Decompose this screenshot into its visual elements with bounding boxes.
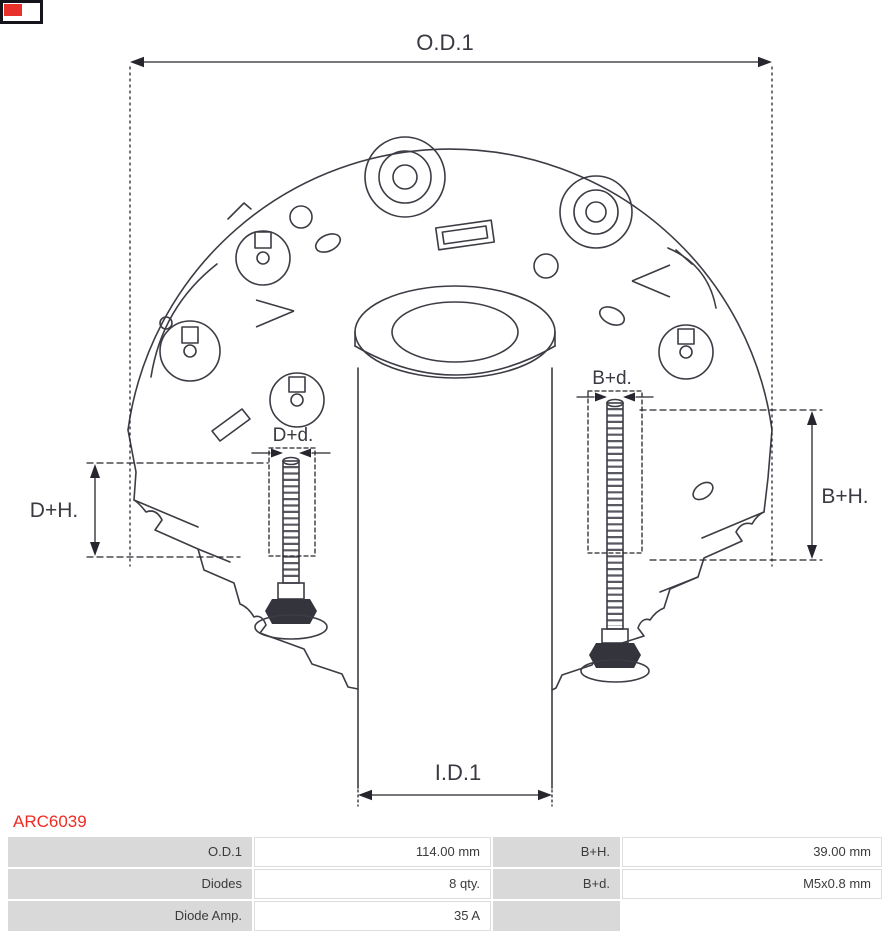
left-stud-ear — [254, 614, 328, 640]
spec-label-bd: B+d. — [493, 869, 620, 899]
spec-value-bd: M5x0.8 mm — [622, 869, 882, 899]
part-number: ARC6039 — [13, 812, 87, 831]
inner-rim-right — [667, 247, 717, 309]
left-stud-nut — [265, 599, 317, 624]
rectifier-technical-drawing: O.D.1 I.D.1 D+H. — [30, 30, 869, 807]
spec-label-diode-amp: Diode Amp. — [8, 901, 252, 931]
as-logo-red-mark — [4, 4, 22, 16]
terminal-boss-right — [559, 175, 633, 249]
hole — [314, 233, 342, 253]
dh-dimension-label: D+H. — [30, 499, 78, 522]
spec-value-empty — [622, 901, 882, 931]
as-logo — [0, 0, 43, 24]
bd-dimension: B+d. — [576, 368, 654, 554]
right-stud-nut — [589, 643, 641, 668]
hole — [289, 205, 313, 229]
od1-dimension: O.D.1 — [129, 30, 773, 567]
id1-dimension: I.D.1 — [357, 760, 553, 807]
bh-dimension: B+H. — [639, 409, 869, 561]
right-stud-ear — [580, 659, 650, 683]
left-stud — [254, 456, 328, 640]
od1-dimension-label: O.D.1 — [416, 30, 473, 55]
right-stud — [580, 398, 650, 683]
dd-dimension-label: D+d. — [273, 425, 314, 446]
spec-label-bh: B+H. — [493, 837, 620, 867]
spec-value-bh: 39.00 mm — [622, 837, 882, 867]
terminal-boss-top — [364, 136, 446, 218]
spec-value-od1: 114.00 mm — [254, 837, 491, 867]
spec-label-empty — [493, 901, 620, 931]
diode — [269, 372, 325, 428]
dd-dimension: D+d. — [251, 425, 331, 557]
spec-table: O.D.1 114.00 mm B+H. 39.00 mm Diodes 8 q… — [8, 837, 882, 931]
bore-inner-ring — [391, 301, 519, 363]
hole — [159, 316, 173, 330]
spec-label-od1: O.D.1 — [8, 837, 252, 867]
spec-value-diode-amp: 35 A — [254, 901, 491, 931]
spec-value-diodes: 8 qty. — [254, 869, 491, 899]
angled-slot — [211, 408, 251, 442]
dimension-annotations: O.D.1 I.D.1 D+H. — [30, 30, 869, 807]
inner-rim-left — [150, 263, 218, 378]
center-tube — [354, 285, 556, 789]
lower-right-outline — [551, 429, 773, 691]
diode — [235, 230, 291, 286]
bh-dimension-label: B+H. — [821, 485, 868, 508]
bore-collar — [354, 345, 556, 376]
rectifier-outline — [127, 148, 773, 691]
lower-left-outline — [127, 429, 359, 690]
id1-dimension-label: I.D.1 — [435, 760, 481, 785]
bd-dimension-label: B+d. — [592, 368, 632, 389]
bore-outer-ring — [354, 285, 556, 379]
outer-dome — [127, 148, 773, 431]
diode — [159, 320, 221, 382]
hole — [533, 253, 559, 279]
stamped-arrow-right — [631, 264, 671, 298]
diode — [658, 324, 714, 380]
stamped-arrow-left — [255, 299, 295, 328]
dh-dimension: D+H. — [30, 462, 269, 558]
connector-slot — [434, 219, 496, 251]
hole — [598, 306, 626, 326]
spec-label-diodes: Diodes — [8, 869, 252, 899]
hole — [692, 481, 714, 501]
plate-details — [159, 136, 714, 501]
